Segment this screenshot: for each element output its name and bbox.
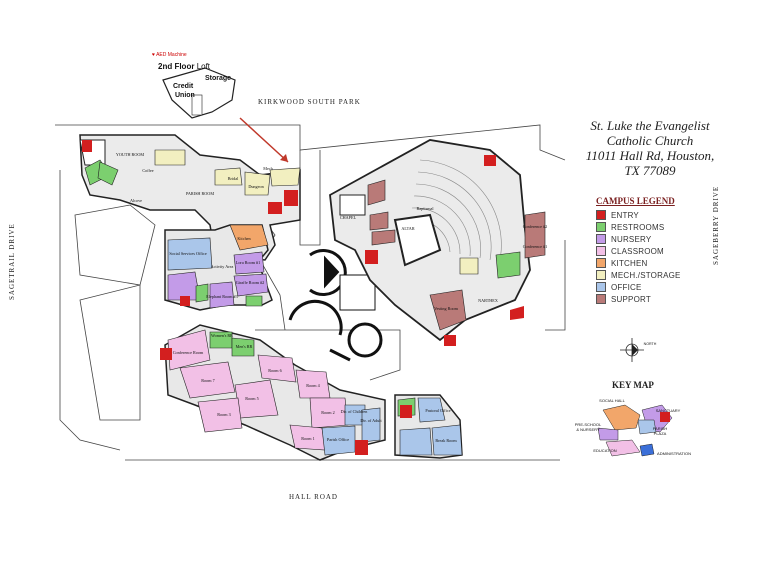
keymap-administration: ADMINISTRATION <box>657 451 691 456</box>
title-line-3: 11011 Hall Rd, Houston, <box>585 148 715 163</box>
nursery-wing <box>164 224 273 311</box>
mech-label: Mech <box>263 166 273 171</box>
legend-label: MECH./STORAGE <box>611 270 681 280</box>
keymap-preschool-2: & NURSERY <box>576 427 600 432</box>
loft-floor-label: 2nd Floor Loft <box>158 62 211 71</box>
mens-rr-label: Men's RR <box>236 344 253 349</box>
room-1-label: Room 1 <box>301 436 314 441</box>
chapel-label: CHAPEL <box>340 215 357 220</box>
street-west: SAGETRAIL DRIVE <box>8 223 16 300</box>
heart-icon: ♥ <box>152 52 155 58</box>
conference-room-label: Conference Room <box>173 350 204 355</box>
keymap-title: KEY MAP <box>612 380 654 390</box>
social-services-label: Social Services Office <box>169 251 207 256</box>
legend-swatch <box>596 270 606 280</box>
legend-swatch <box>596 282 606 292</box>
elephant-room-label: Elephant Room #3 <box>206 294 237 299</box>
title-line-4: TX 77089 <box>624 163 676 178</box>
administration-building <box>394 394 463 459</box>
keymap-parish-2: PLAZA <box>654 431 667 436</box>
legend-swatch <box>596 258 606 268</box>
title-line-1: St. Luke the Evangelist <box>590 118 710 133</box>
keymap-parish-1: PARISH <box>653 426 668 431</box>
legend-title: CAMPUS LEGEND <box>596 196 675 206</box>
break-room-label: Break Room <box>435 438 457 443</box>
legend-label: RESTROOMS <box>611 222 665 232</box>
site-roads <box>55 124 566 461</box>
legend-label: SUPPORT <box>611 294 651 304</box>
alcove-label: Alcove <box>130 198 142 203</box>
dungeon-label: Dungeon <box>248 184 264 189</box>
womens-rr-label: Women's RR <box>211 333 233 338</box>
room-5-label: Room 5 <box>245 396 258 401</box>
legend-item-classroom: CLASSROOM <box>596 245 681 257</box>
dir-adult-label: Dir. of Adult <box>360 418 382 423</box>
parish-room-label: PARISH ROOM <box>186 191 214 196</box>
keymap-labels: SOCIAL HALL SANCTUARY PRE-SCHOOL & NURSE… <box>575 342 691 456</box>
keymap-education: EDUCATION <box>593 448 616 453</box>
narthex-label: NARTHEX <box>478 298 498 303</box>
room-7-label: Room 7 <box>201 378 214 383</box>
street-north: KIRKWOOD SOUTH PARK <box>258 98 361 106</box>
legend-label: CLASSROOM <box>611 246 664 256</box>
legend-swatch <box>596 210 606 220</box>
keymap-social-hall: SOCIAL HALL <box>599 398 625 403</box>
legend-item-entry: ENTRY <box>596 209 681 221</box>
youth-room-label: YOUTH ROOM <box>116 152 145 157</box>
legend-swatch <box>596 234 606 244</box>
legend-swatch <box>596 222 606 232</box>
legend-label: ENTRY <box>611 210 639 220</box>
room-labels: YOUTH ROOM PARISH ROOM Coffee Alcove Bri… <box>116 152 547 443</box>
room-4-label: Room 4 <box>306 383 320 388</box>
room-2-label: Room 2 <box>321 410 334 415</box>
vesting-room-label: Vesting Room <box>434 306 459 311</box>
legend-label: OFFICE <box>611 282 642 292</box>
loft-storage-label: Storage <box>205 75 232 82</box>
lora-room-label: Lora Room #1 <box>236 260 260 265</box>
street-south: HALL ROAD <box>289 493 338 501</box>
legend-item-nursery: NURSERY <box>596 233 681 245</box>
keymap-preschool-1: PRE-SCHOOL <box>575 422 602 427</box>
legend-label: KITCHEN <box>611 258 648 268</box>
room-6-label: Room 6 <box>268 368 281 373</box>
key-map <box>597 404 673 457</box>
education-building <box>160 324 386 461</box>
plaza-features <box>288 249 383 362</box>
sanctuary-building <box>329 139 546 346</box>
baptismal-label: Baptismal <box>417 206 435 211</box>
parish-office-label: Parish Office <box>327 437 349 442</box>
church-title: St. Luke the Evangelist Catholic Church … <box>560 118 740 178</box>
legend-item-office: OFFICE <box>596 281 681 293</box>
campus-legend: CAMPUS LEGEND ENTRY RESTROOMS NURSERY CLASS… <box>596 196 681 305</box>
aed-machine-label: ♥ AED Machine <box>152 52 187 58</box>
north-arrow <box>620 338 644 362</box>
loft-union-label: Union <box>175 92 195 99</box>
bridal-label: Bridal <box>228 176 239 181</box>
pastoral-office-label: Pastoral Office <box>425 408 450 413</box>
legend-item-mech-storage: MECH./STORAGE <box>596 269 681 281</box>
conference-1-label: Conference #1 <box>523 244 548 249</box>
kitchen-label: Kitchen <box>237 236 251 241</box>
coffee-label: Coffee <box>142 168 153 173</box>
legend-swatch <box>596 246 606 256</box>
keymap-sanctuary: SANCTUARY <box>656 408 681 413</box>
legend-label: NURSERY <box>611 234 652 244</box>
conference-2-label: Conference #2 <box>523 224 548 229</box>
legend-item-kitchen: KITCHEN <box>596 257 681 269</box>
altar-label: ALTAR <box>401 226 414 231</box>
loft-credit-label: Credit <box>173 83 194 90</box>
activity-label: Activity Area <box>211 264 234 269</box>
legend-item-support: SUPPORT <box>596 293 681 305</box>
room-3-label: Room 3 <box>217 412 230 417</box>
legend-item-restrooms: RESTROOMS <box>596 221 681 233</box>
compass-north-label: NORTH <box>644 342 657 346</box>
giraffe-room-label: Giraffe Room #2 <box>236 280 265 285</box>
legend-swatch <box>596 294 606 304</box>
dir-children-label: Dir. of Children <box>341 409 369 414</box>
title-line-2: Catholic Church <box>606 133 694 148</box>
loft-inset <box>162 67 289 163</box>
